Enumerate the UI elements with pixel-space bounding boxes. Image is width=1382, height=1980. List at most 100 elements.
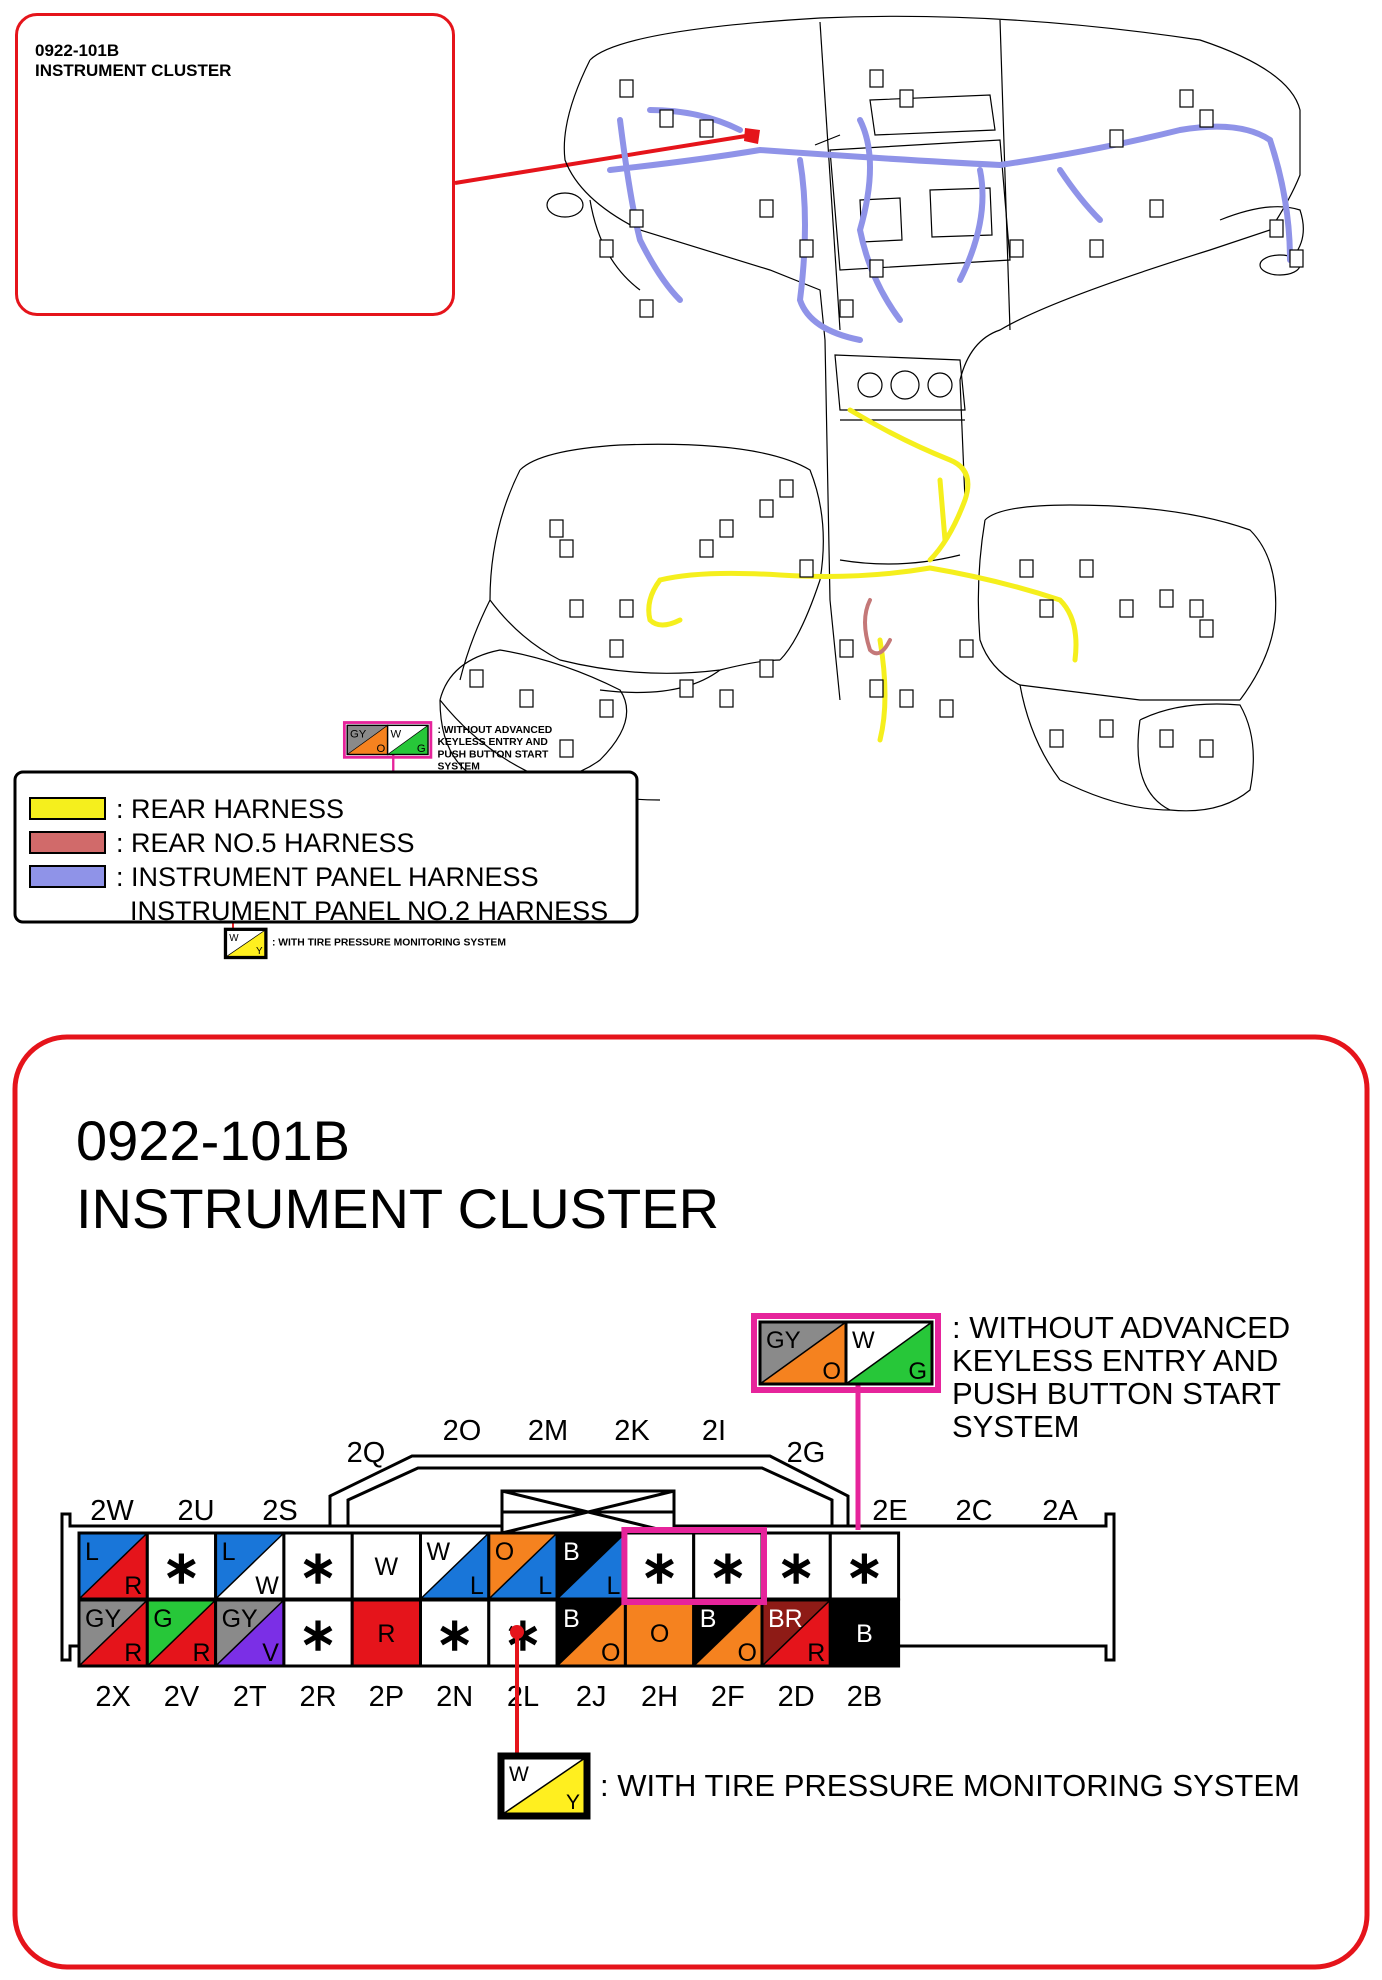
pin-cell: BRR — [760, 1598, 832, 1668]
pin-cell: WY — [501, 1756, 587, 1816]
legend-label: : INSTRUMENT PANEL HARNESS — [116, 862, 539, 892]
legend-swatch — [29, 831, 106, 854]
pin-unused-mark: ∗ — [640, 1541, 679, 1593]
pin-label: 2R — [300, 1681, 337, 1713]
harness-connector — [599, 699, 614, 718]
harness-connector — [569, 599, 584, 618]
pin-border — [386, 724, 429, 756]
pin-border — [501, 1756, 587, 1816]
legend-swatch — [29, 797, 106, 820]
harness-connector — [559, 539, 574, 558]
keyless-note-line: KEYLESS ENTRY AND — [952, 1343, 1278, 1378]
harness-connector — [869, 69, 884, 88]
pin-unused-mark: ∗ — [299, 1541, 338, 1593]
harness-connector — [609, 639, 624, 658]
pin-cell: BL — [555, 1531, 627, 1601]
harness-connector — [1199, 739, 1214, 758]
pin-base-color: L — [85, 1538, 99, 1566]
pin-base-color: BR — [768, 1605, 803, 1633]
tpms-alt-frame — [497, 1752, 591, 1820]
pin-label: 2H — [641, 1681, 678, 1713]
pin-base-color: B — [700, 1605, 717, 1633]
harness-connector — [779, 479, 794, 498]
harness-connector — [869, 679, 884, 698]
pin-cell: GYV — [214, 1598, 286, 1668]
keyless-note-line: PUSH BUTTON START — [952, 1376, 1281, 1411]
pin-cell: ∗ — [419, 1598, 491, 1668]
thumb-keyless-note-line: : WITHOUT ADVANCED — [437, 725, 552, 736]
pin-cell: ∗ — [145, 1531, 218, 1601]
pin-cell: B — [828, 1598, 901, 1668]
pin-label: 2J — [576, 1681, 607, 1713]
harness-connector — [1269, 219, 1284, 238]
harness-connector — [1109, 129, 1124, 148]
pin-cell: ∗ — [282, 1531, 354, 1601]
pin-cell: BO — [555, 1598, 627, 1668]
pin-stripe-color: L — [606, 1572, 620, 1600]
connector-detail-frame — [12, 1034, 1370, 1970]
harness-connector — [599, 239, 614, 258]
pin-base-color: GY — [350, 729, 367, 741]
pin-divider — [845, 1321, 933, 1385]
harness-connector — [629, 209, 644, 228]
harness-connector — [1179, 89, 1194, 108]
pin-divider — [346, 725, 388, 755]
harness-connector — [1159, 589, 1174, 608]
pin-divider — [226, 929, 266, 957]
harness-connector — [619, 79, 634, 98]
harness-connector — [1199, 109, 1214, 128]
pin-wire — [350, 1598, 423, 1668]
pin-stripe-color: G — [908, 1358, 927, 1385]
pin-cell: ∗ — [282, 1598, 354, 1668]
pin-label: 2O — [443, 1415, 482, 1447]
pin-cell: ∗ — [760, 1531, 832, 1601]
harness-connector — [759, 499, 774, 518]
harness-connector — [549, 519, 564, 538]
harness-connector — [799, 559, 814, 578]
pin-stripe-color: O — [601, 1639, 620, 1667]
harness-connector — [659, 109, 674, 128]
harness-connector — [799, 239, 814, 258]
instrument-panel-harness-routes — [607, 107, 1293, 343]
legend-swatch — [29, 865, 106, 888]
pin-cell: LW — [214, 1531, 286, 1601]
harness-connector — [1079, 559, 1094, 578]
pin-label: 2F — [711, 1681, 745, 1713]
harness-connector — [519, 689, 534, 708]
harness-connector — [719, 519, 734, 538]
pin-wire-color: W — [375, 1553, 399, 1581]
harness-connector — [899, 89, 914, 108]
connector-location-marker — [744, 128, 760, 144]
pin-unused-mark: ∗ — [845, 1541, 884, 1593]
pin-stripe-color: V — [262, 1639, 279, 1667]
harness-connector — [1099, 719, 1114, 738]
harness-connector — [1199, 619, 1214, 638]
keyless-alt-frame — [751, 1313, 941, 1393]
pin-base-color: W — [390, 729, 401, 741]
pin-stripe-color: O — [822, 1358, 841, 1385]
pin-base-color: B — [563, 1538, 580, 1566]
connector-thumbnail-frame — [15, 13, 455, 316]
dashboard-connectors — [469, 69, 1304, 758]
pin-cell: WG — [386, 724, 429, 756]
pin-stripe-color: G — [417, 743, 426, 755]
dashboard-illustration — [439, 15, 1304, 812]
pin-unused-mark: ∗ — [777, 1541, 816, 1593]
pin-unused-mark: ∗ — [709, 1541, 748, 1593]
pin-cell: ∗ — [692, 1531, 764, 1601]
harness-connector — [759, 659, 774, 678]
pin-cell: ∗ — [623, 1531, 696, 1601]
harness-connector — [1119, 599, 1134, 618]
pin-label: 2W — [90, 1495, 134, 1527]
connector-housing — [60, 1512, 1116, 1662]
harness-connector — [699, 119, 714, 138]
connector-id: 0922-101B — [76, 1109, 350, 1172]
leader-line — [454, 133, 753, 185]
pin-cell: GYO — [758, 1320, 848, 1386]
harness-connector — [619, 599, 634, 618]
pin-label: 2A — [1042, 1495, 1078, 1527]
pin-base-color: B — [563, 1605, 580, 1633]
pin-cell: BO — [692, 1598, 764, 1668]
pin-label: 2U — [177, 1495, 214, 1527]
